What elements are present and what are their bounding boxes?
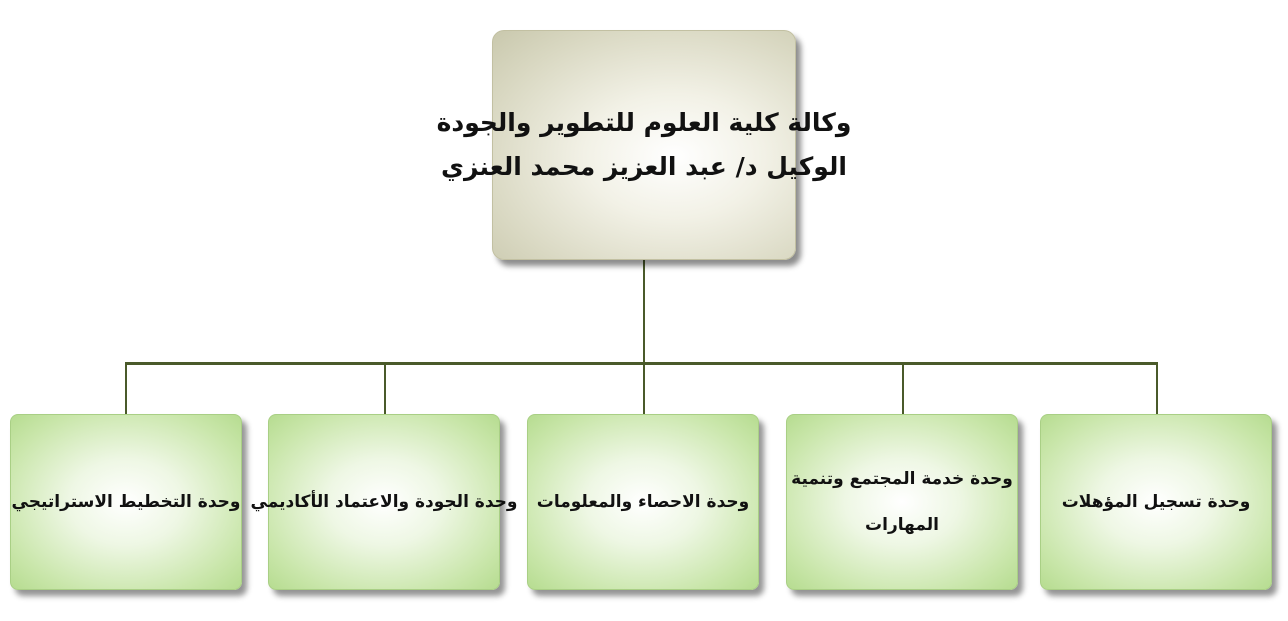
- connector-drop-unit-2: [384, 364, 386, 414]
- head-dean: الوكيل د/ عبد العزيز محمد العنزي: [441, 152, 847, 181]
- connector-drop-unit-3: [643, 364, 645, 414]
- unit-label: وحدة الجودة والاعتماد الأكاديمي: [250, 492, 519, 512]
- unit-node-qualifications-registration: وحدة تسجيل المؤهلات: [1040, 414, 1272, 590]
- unit-node-quality-accreditation: وحدة الجودة والاعتماد الأكاديمي: [251, 414, 518, 590]
- unit-label: وحدة تسجيل المؤهلات: [1061, 492, 1251, 512]
- unit-node-strategic-planning: وحدة التخطيط الاستراتيجي: [10, 414, 242, 590]
- connector-vertical-head: [643, 260, 645, 364]
- unit-node-community-service: وحدة خدمة المجتمع وتنمية المهارات: [786, 414, 1018, 590]
- head-title: وكالة كلية العلوم للتطوير والجودة: [436, 108, 852, 137]
- unit-node-statistics-information: وحدة الاحصاء والمعلومات: [527, 414, 759, 590]
- unit-label-line2: المهارات: [865, 515, 939, 535]
- connector-horizontal-bus: [125, 362, 1158, 365]
- unit-label: وحدة خدمة المجتمع وتنمية: [791, 469, 1013, 489]
- head-node: وكالة كلية العلوم للتطوير والجودة الوكيل…: [437, 30, 852, 260]
- connector-drop-unit-1: [125, 364, 127, 414]
- connector-drop-unit-4: [902, 364, 904, 414]
- unit-label: وحدة التخطيط الاستراتيجي: [11, 492, 241, 512]
- unit-label: وحدة الاحصاء والمعلومات: [536, 492, 750, 512]
- connector-drop-unit-5: [1156, 364, 1158, 414]
